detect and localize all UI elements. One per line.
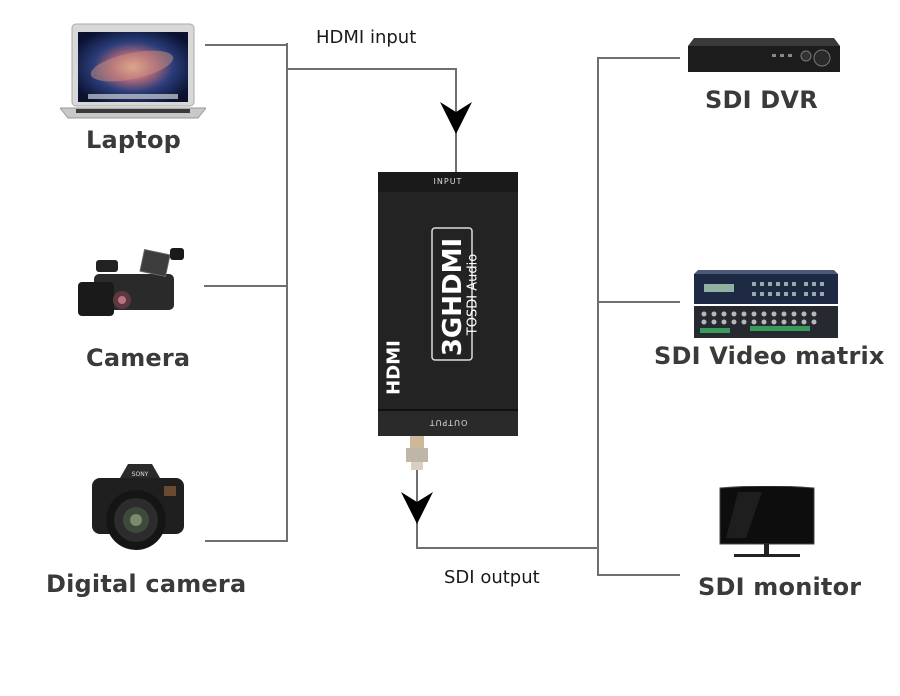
laptop-label: Laptop <box>86 126 182 154</box>
camera-label: Camera <box>86 344 191 372</box>
sdi-output-label: SDI output <box>444 567 540 588</box>
hdmi-input-label: HDMI input <box>316 27 417 48</box>
sdi-video-matrix-label: SDI Video matrix <box>654 342 885 370</box>
hdmi-to-sdi-converter: INPUT 3GHDMI TOSDI Audio HDMI OUTPUT <box>378 172 518 436</box>
left-bus-line <box>286 43 288 542</box>
converter-product-subtext: TOSDI Audio <box>465 253 481 336</box>
video-camera-icon <box>78 248 184 316</box>
sdi-output-line-horizontal <box>416 547 599 549</box>
right-bus-line <box>597 57 599 576</box>
laptop-icon <box>60 23 206 119</box>
matrix-connector-line <box>597 301 680 303</box>
hdmi-input-line-horizontal <box>287 68 457 70</box>
dvr-connector-line <box>597 57 680 59</box>
bnc-connector-icon <box>406 436 428 470</box>
converter-input-port-text: INPUT <box>433 177 463 186</box>
digital-camera-connector-line <box>205 540 288 542</box>
dslr-camera-icon: SONY <box>92 464 184 550</box>
dvr-icon <box>688 38 840 72</box>
monitor-connector-line <box>597 574 680 576</box>
video-matrix-icon <box>694 270 838 338</box>
hdmi-logo: HDMI <box>383 340 405 395</box>
digital-camera-label: Digital camera <box>46 570 247 598</box>
camera-connector-line <box>204 285 288 287</box>
converter-output-port-text: OUTPUT <box>428 418 468 427</box>
converter-product-text: 3GHDMI <box>438 237 468 357</box>
laptop-connector-line <box>205 44 288 46</box>
converter-body <box>378 172 518 436</box>
sdi-output-arrow-icon <box>401 492 433 524</box>
sdi-dvr-label: SDI DVR <box>705 86 818 114</box>
sdi-monitor-label: SDI monitor <box>698 573 862 601</box>
svg-text:SONY: SONY <box>132 471 149 478</box>
monitor-icon <box>719 486 815 557</box>
hdmi-input-arrow-icon <box>440 102 472 134</box>
